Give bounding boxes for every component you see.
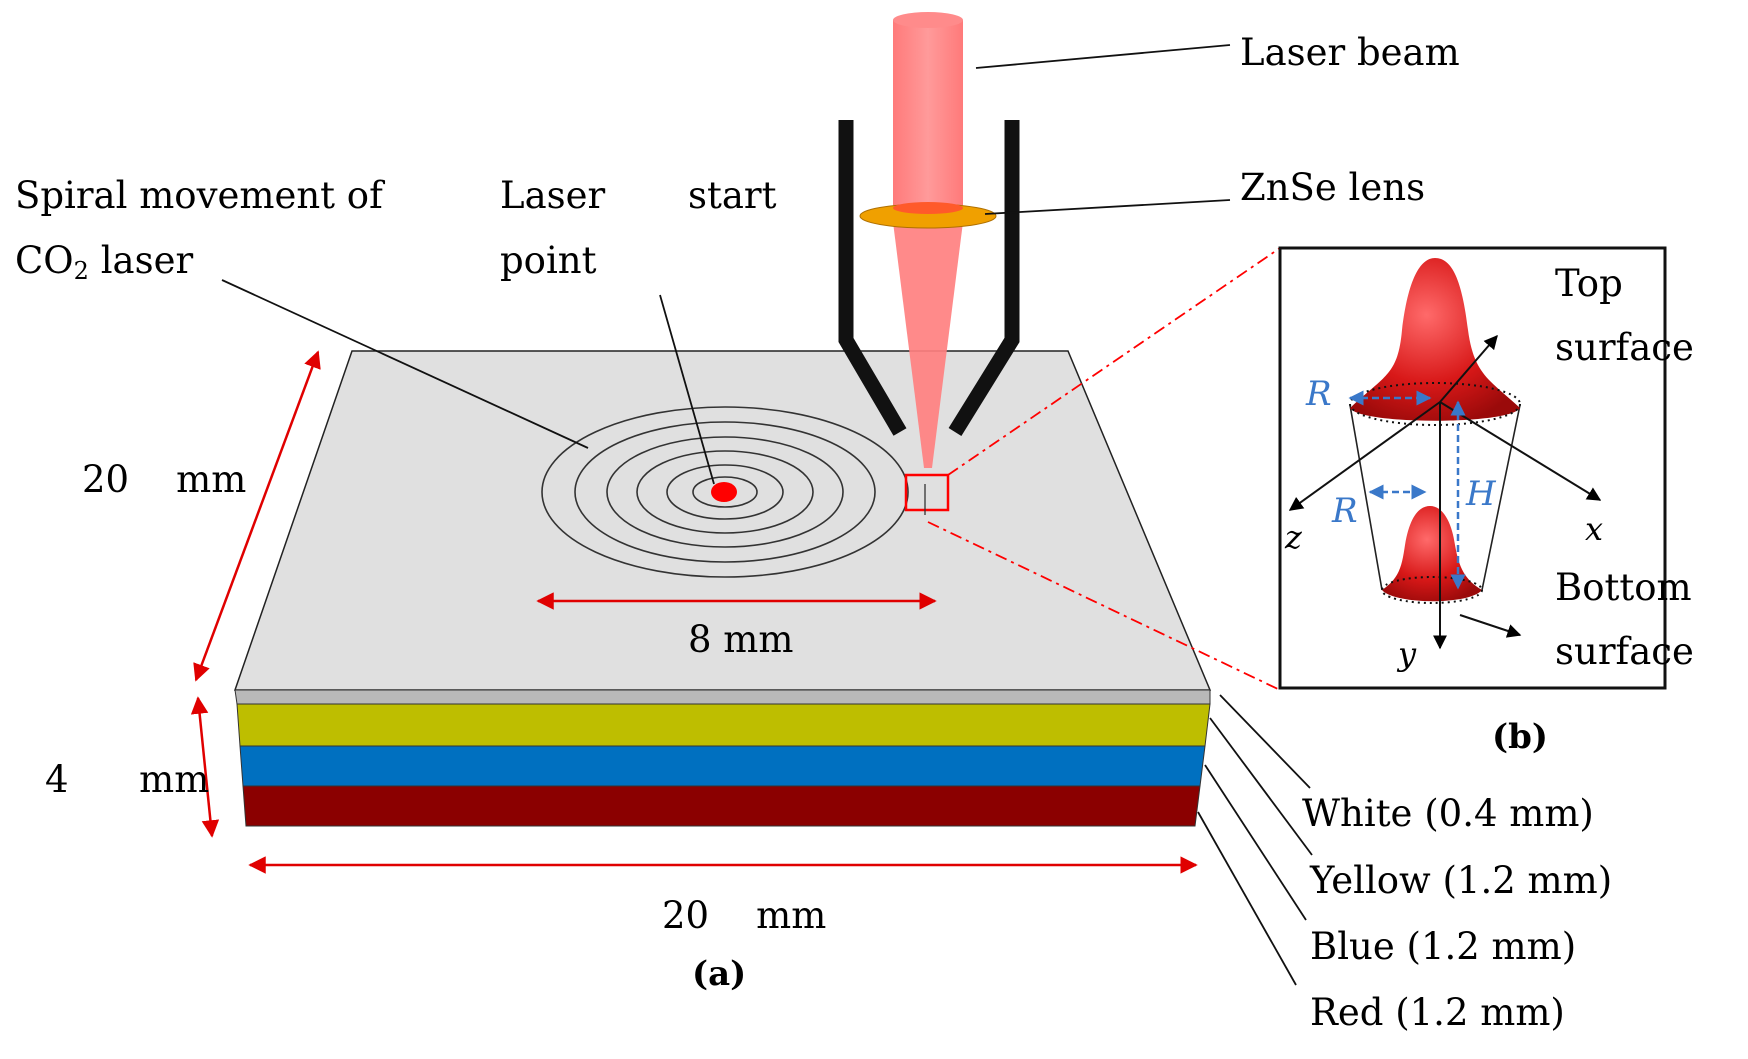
label-dim-spiral: 8 mm: [688, 618, 793, 661]
laser-beam-column: [893, 20, 963, 222]
layer-red: [242, 785, 1201, 827]
label-top-surface-2: surface: [1555, 326, 1694, 369]
zoom-line-upper: [947, 247, 1281, 476]
layer-blue: [239, 745, 1206, 787]
spiral-path: [541, 406, 909, 578]
nozzle-left-wall: [838, 120, 907, 436]
label-laser-word: laser: [89, 239, 194, 282]
label-laser-start-3: point: [500, 239, 597, 282]
material-plate: [233, 350, 1212, 827]
label-laser-beam: Laser beam: [1240, 31, 1460, 74]
label-spiral-line2: CO2 laser: [15, 239, 193, 285]
top-gaussian: [1350, 258, 1520, 421]
label-axis-z: z: [1284, 518, 1303, 556]
caption-a: (a): [692, 954, 746, 994]
label-dim-width: 20 mm: [662, 894, 826, 937]
label-znse-lens: ZnSe lens: [1240, 166, 1425, 209]
label-layer-white: White (0.4 mm): [1302, 792, 1594, 835]
label-laser-start-2: start: [688, 174, 777, 217]
zoom-line-lower: [927, 521, 1281, 691]
laser-beam-cone: [893, 222, 963, 468]
label-co-text: CO: [15, 239, 74, 282]
layer-yellow: [236, 703, 1211, 747]
label-layer-blue: Blue (1.2 mm): [1310, 925, 1576, 968]
label-spiral-line1: Spiral movement of: [15, 174, 385, 217]
inset-frame: [1278, 246, 1667, 690]
label-param-R: R: [1331, 491, 1358, 531]
label-axis-y: y: [1396, 635, 1417, 673]
layer-legend: White (0.4 mm) Yellow (1.2 mm) Blue (1.2…: [1302, 792, 1612, 1034]
laser-head: [838, 12, 1020, 468]
focus-box: [904, 473, 950, 512]
label-top-surface-1: Top: [1555, 262, 1623, 305]
layer-white: [234, 689, 1211, 705]
dimension-arrows: [190, 350, 1198, 874]
label-layer-red: Red (1.2 mm): [1310, 991, 1565, 1034]
label-param-H: H: [1465, 474, 1497, 514]
laser-beam-top: [893, 12, 963, 28]
dim-thickness-arrow: [190, 696, 220, 838]
bottom-ellipse: [1381, 576, 1483, 604]
dim-depth-arrow: [193, 350, 321, 682]
label-param-r-top: R: [1305, 374, 1332, 414]
inset-panel: [1278, 246, 1667, 690]
label-dim-thickness: 4 mm: [45, 758, 209, 801]
nozzle-right-wall: [948, 120, 1020, 436]
label-bottom-surface-2: surface: [1555, 630, 1694, 673]
label-co-subscript: 2: [74, 257, 89, 285]
callout-leaders: [221, 44, 1313, 986]
label-laser-start-1: Laser: [500, 174, 606, 217]
label-layer-yellow: Yellow (1.2 mm): [1309, 859, 1612, 902]
caption-b: (b): [1492, 717, 1548, 757]
label-bottom-surface-1: Bottom: [1555, 566, 1692, 609]
label-dim-depth: 20 mm: [82, 458, 246, 501]
label-axis-x: x: [1585, 510, 1603, 548]
laser-start-point: [711, 482, 737, 502]
